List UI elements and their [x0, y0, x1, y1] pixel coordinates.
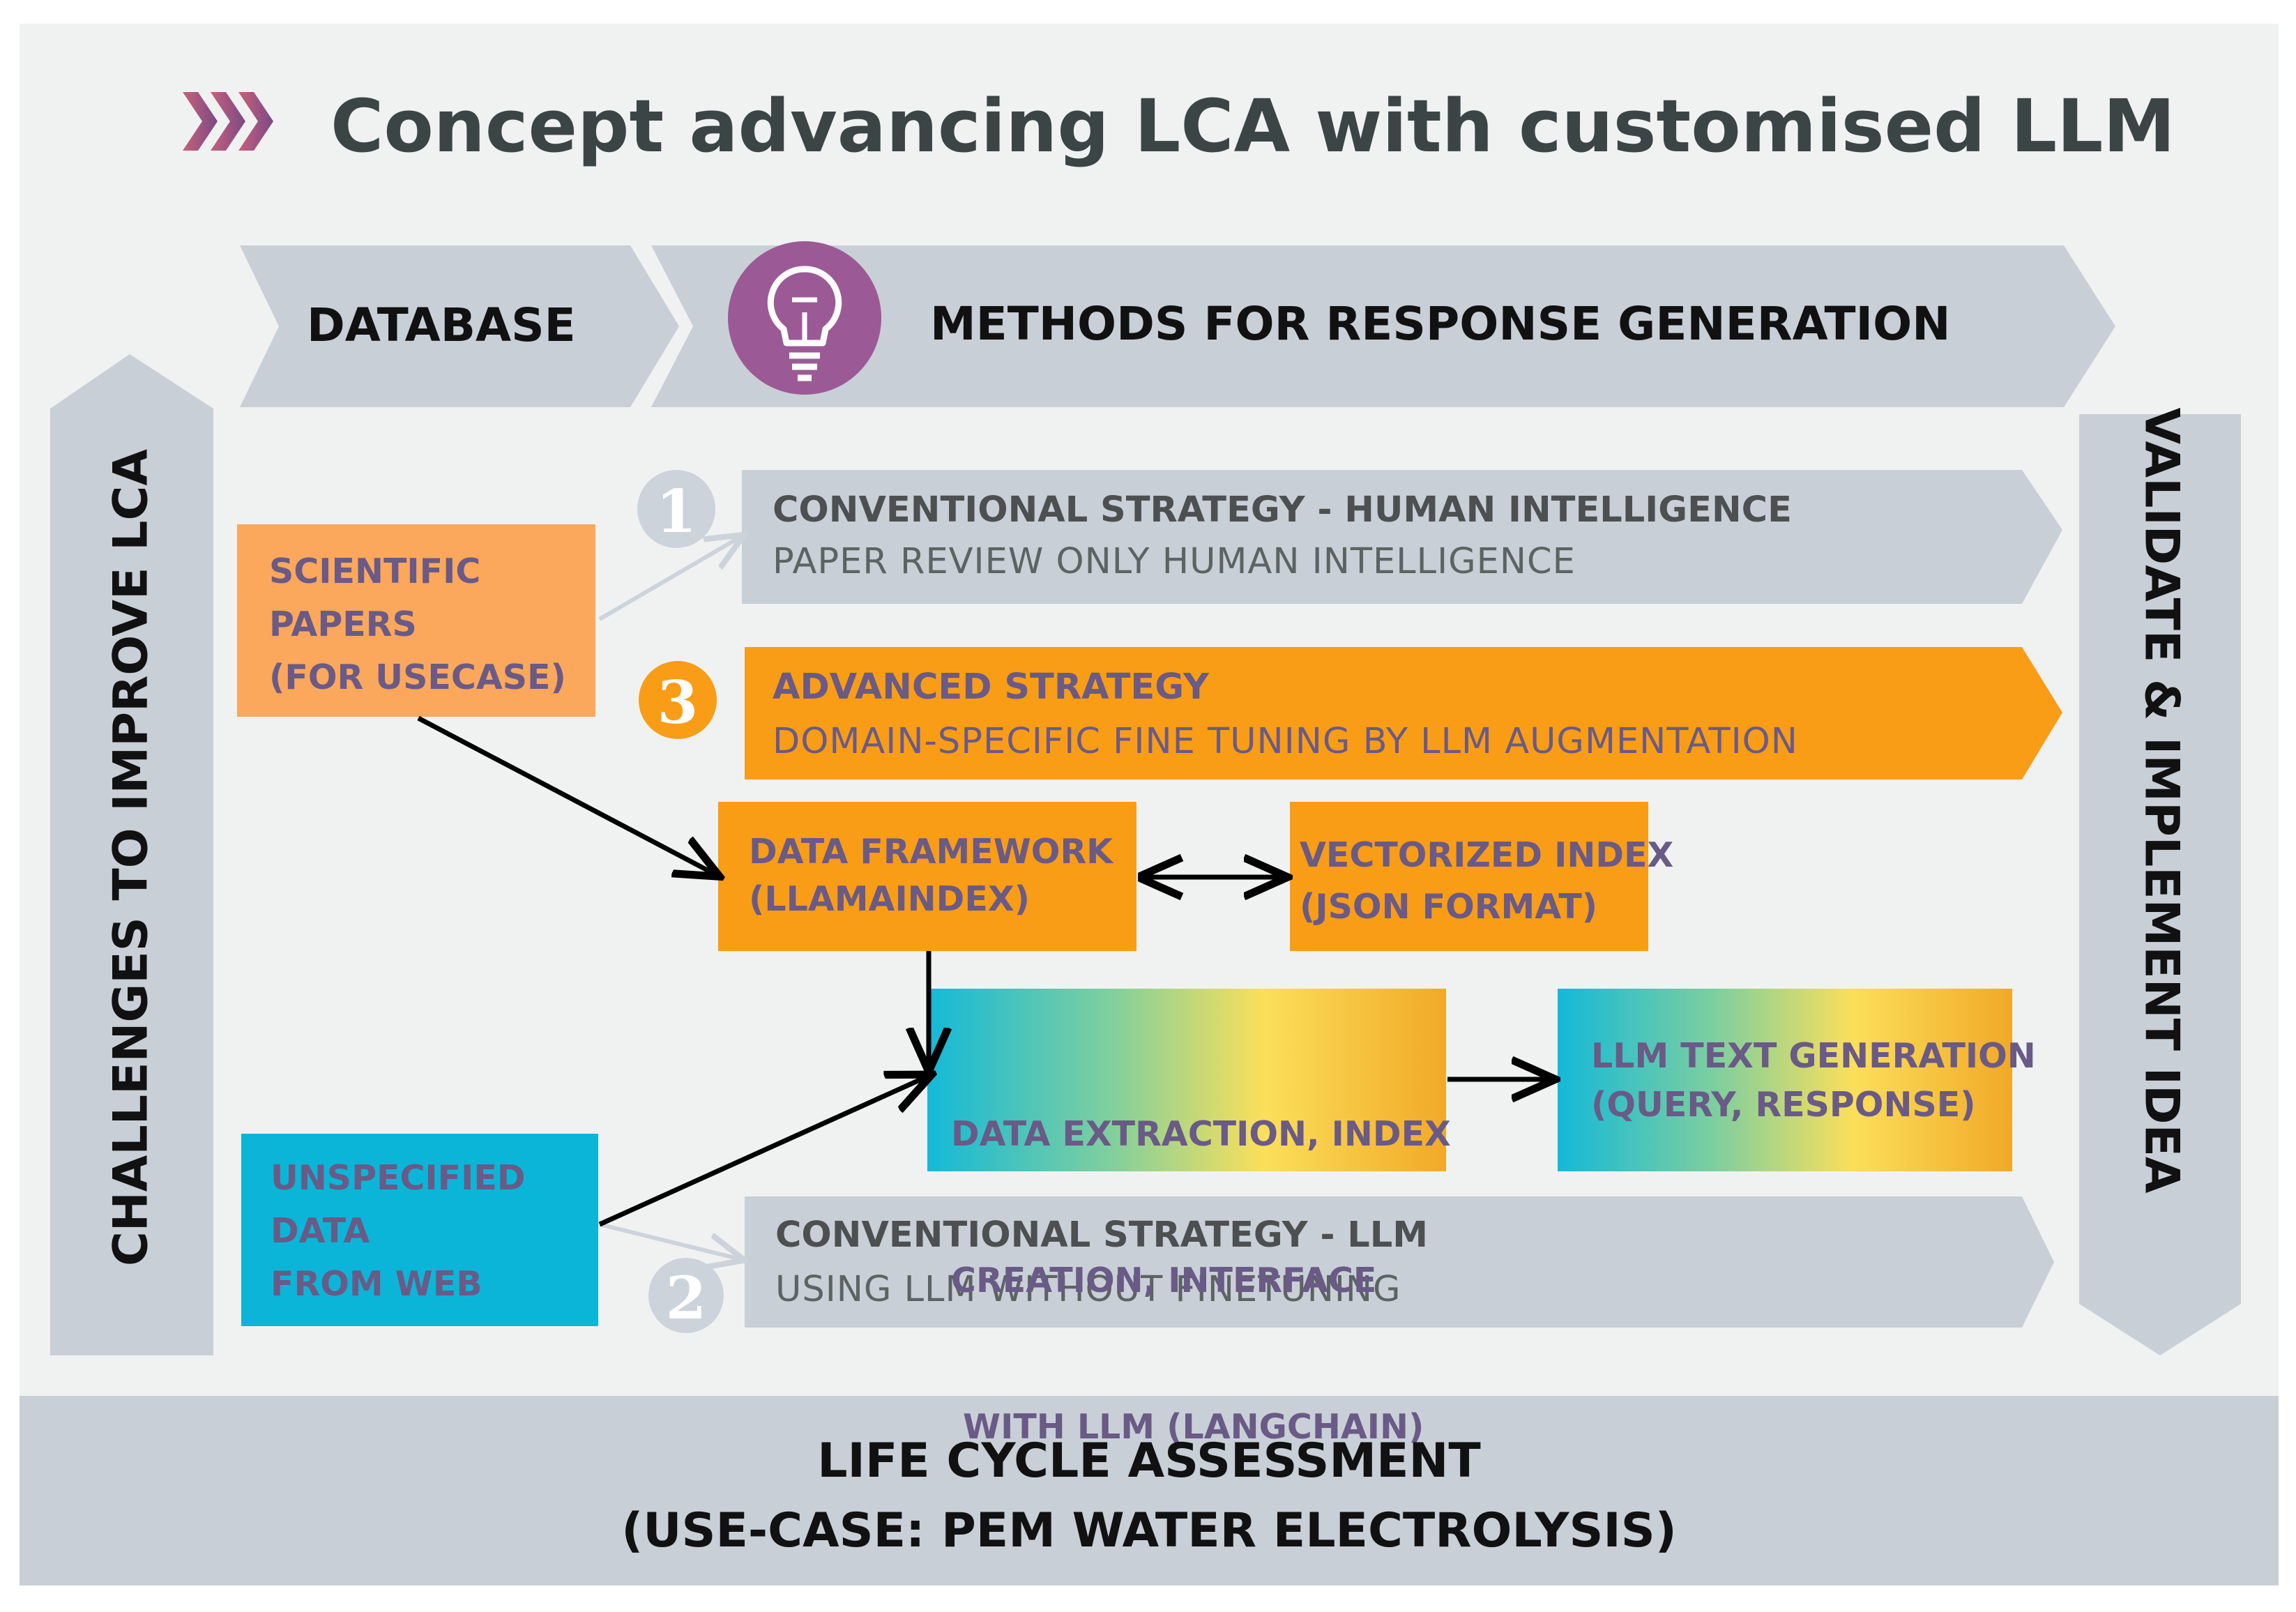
footer-line-2: (USE-CASE: PEM WATER ELECTROLYSIS): [621, 1503, 1677, 1558]
challenges-label: CHALLENGES TO IMPROVE LCA: [103, 448, 159, 1267]
index-line-2: (JSON FORMAT): [1300, 887, 1598, 927]
strategy-2-chevron: [745, 1196, 2054, 1328]
web-data-box: [241, 1134, 598, 1326]
scientific-papers-box: [237, 524, 595, 717]
strategy-3-title: ADVANCED STRATEGY: [773, 667, 1209, 708]
framework-line-2: (LLAMAINDEX): [749, 879, 1031, 919]
scientific-papers-text: SCIENTIFIC PAPERS (FOR USECASE): [269, 545, 566, 704]
scientific-line-1: SCIENTIFIC: [269, 552, 481, 591]
web-line-3: FROM WEB: [271, 1264, 482, 1304]
methods-label: METHODS FOR RESPONSE GENERATION: [930, 297, 1951, 351]
index-line-1: VECTORIZED INDEX: [1300, 835, 1674, 875]
challenges-banner: [50, 354, 213, 1355]
generation-line-1: LLM TEXT GENERATION: [1591, 1036, 2036, 1076]
chevrons-icon: [183, 92, 273, 151]
data-framework-box: [718, 802, 1136, 951]
badge-1-number: 1: [655, 477, 697, 546]
strategy-3-chevron: [745, 647, 2062, 780]
scientific-line-2: PAPERS: [269, 604, 417, 644]
badge-3-number: 3: [657, 668, 699, 737]
vectorized-index-box: [1290, 802, 1648, 951]
strategy-1-subtitle: PAPER REVIEW ONLY HUMAN INTELLIGENCE: [773, 541, 1576, 582]
footer-text: LIFE CYCLE ASSESSMENT (USE-CASE: PEM WAT…: [20, 1427, 2279, 1566]
scientific-line-3: (FOR USECASE): [269, 657, 566, 697]
footer-band: [20, 1396, 2279, 1586]
connector-to-strategy-1: [598, 537, 740, 621]
strategy-1-title: CONVENTIONAL STRATEGY - HUMAN INTELLIGEN…: [773, 489, 1792, 531]
database-chevron: [240, 245, 679, 407]
extraction-line-3: WITH LLM (LANGCHAIN): [951, 1407, 1424, 1447]
generation-line-2: (QUERY, RESPONSE): [1591, 1085, 1976, 1125]
vectorized-index-text: VECTORIZED INDEX (JSON FORMAT): [1300, 830, 1673, 933]
strategy-2-subtitle: USING LLM WITHOUT FINETUNING: [775, 1269, 1401, 1310]
validate-banner: [2079, 414, 2241, 1355]
extraction-line-1: DATA EXTRACTION, INDEX: [951, 1114, 1451, 1154]
page-title: Concept advancing LCA with customised LL…: [330, 84, 2175, 169]
badge-2: [648, 1258, 724, 1333]
validate-label: VALIDATE & IMPLEMENT IDEA: [2134, 407, 2189, 1194]
strategy-3-subtitle: DOMAIN-SPECIFIC FINE TUNING BY LLM AUGME…: [773, 721, 1798, 762]
database-label: DATABASE: [307, 298, 576, 352]
llm-generation-box: [1558, 989, 2012, 1171]
methods-chevron: [651, 245, 2115, 407]
framework-line-1: DATA FRAMEWORK: [749, 832, 1113, 872]
strategy-1-chevron: [742, 470, 2062, 604]
data-extraction-box: [927, 989, 1446, 1171]
arrow-papers-to-framework: [417, 715, 715, 874]
extraction-line-2: CREATION, INTERFACE: [951, 1261, 1377, 1300]
badge-2-number: 2: [665, 1263, 707, 1332]
badge-3: [639, 661, 717, 739]
data-extraction-text: DATA EXTRACTION, INDEX CREATION, INTERFA…: [951, 1012, 1451, 1500]
data-framework-text: DATA FRAMEWORK (LLAMAINDEX): [749, 828, 1113, 923]
badge-1: [637, 470, 715, 548]
connector-to-strategy-2: [599, 1222, 740, 1259]
web-line-1: UNSPECIFIED: [271, 1158, 526, 1198]
llm-generation-text: LLM TEXT GENERATION (QUERY, RESPONSE): [1591, 1032, 2036, 1130]
lightbulb-icon: [728, 241, 881, 395]
footer-line-1: LIFE CYCLE ASSESSMENT: [817, 1434, 1481, 1489]
web-line-2: DATA: [271, 1211, 370, 1251]
web-data-text: UNSPECIFIED DATA FROM WEB: [271, 1152, 526, 1311]
arrow-web-to-extraction: [598, 1077, 927, 1227]
strategy-2-title: CONVENTIONAL STRATEGY - LLM: [775, 1215, 1429, 1256]
